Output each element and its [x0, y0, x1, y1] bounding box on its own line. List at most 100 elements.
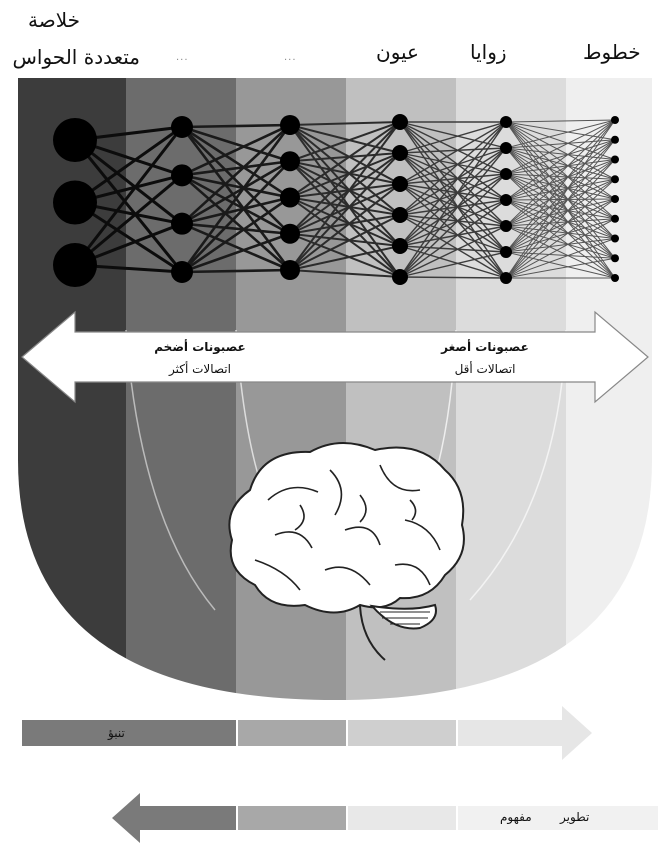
network-connection	[181, 196, 291, 274]
network-connection	[399, 183, 507, 201]
network-connection	[74, 138, 183, 225]
network-connection	[505, 119, 616, 175]
network-connection	[289, 183, 401, 235]
neuron-node	[392, 176, 408, 192]
network-connection	[181, 160, 291, 273]
neuron-node	[500, 116, 512, 128]
network-connection	[399, 199, 507, 216]
network-connection	[73, 139, 184, 273]
network-connection	[505, 225, 616, 259]
network-connection	[181, 125, 291, 163]
neuron-node	[280, 115, 300, 135]
network-connection	[289, 232, 401, 247]
network-connection	[505, 159, 616, 253]
network-connection	[505, 121, 616, 180]
network-connection	[289, 196, 401, 216]
network-connection	[181, 123, 291, 129]
neuron-node	[611, 274, 619, 282]
network-connection	[289, 124, 401, 216]
network-connection	[399, 276, 507, 279]
network-connection	[181, 222, 291, 272]
network-connection	[505, 218, 616, 253]
concept-bar	[112, 793, 658, 843]
network-connection	[505, 159, 616, 279]
network-connection	[399, 173, 507, 247]
network-connection	[289, 160, 401, 247]
network-connection	[505, 121, 616, 160]
network-connection	[505, 139, 616, 253]
network-connection	[399, 121, 507, 185]
network-connection	[399, 199, 507, 278]
neuron-node	[611, 195, 619, 203]
network-connection	[289, 152, 401, 235]
neuron-node	[611, 135, 619, 144]
network-connection	[505, 225, 616, 279]
network-connection	[399, 199, 507, 247]
neuron-node	[280, 260, 300, 280]
neuron-node	[280, 187, 300, 208]
neuron-node	[53, 118, 97, 162]
neuron-node	[53, 180, 97, 225]
arrow-right-text: عصبونات أصغر اتصالات أقل	[420, 340, 550, 376]
network-connection	[399, 183, 507, 253]
neuron-node	[392, 114, 408, 130]
arrow-right-title: عصبونات أصغر	[441, 340, 529, 354]
label-eyes: عيون	[376, 40, 419, 64]
neuron-node	[171, 164, 193, 187]
network-connection	[505, 178, 616, 201]
network-connection	[505, 159, 616, 227]
network-connection	[73, 126, 184, 266]
network-connection	[505, 119, 616, 279]
network-connection	[289, 152, 401, 271]
network-connection	[399, 152, 507, 201]
network-connection	[505, 178, 616, 279]
neuron-node	[500, 246, 512, 258]
network-connection	[505, 198, 616, 227]
network-connection	[399, 147, 507, 185]
network-connection	[399, 225, 507, 278]
network-connection	[505, 139, 616, 279]
neuron-node	[611, 254, 619, 263]
arrow-left-sub: اتصالات أكثر	[169, 362, 231, 376]
bar-label-concept: مفهوم	[500, 810, 532, 824]
network-connection	[505, 159, 616, 201]
network-connection	[289, 124, 401, 278]
network-connection	[505, 119, 616, 149]
network-connection	[505, 119, 616, 227]
bar-label-develop: تطوير	[560, 810, 590, 824]
network-connection	[289, 124, 401, 185]
network-connection	[181, 174, 291, 235]
network-connection	[289, 214, 401, 235]
network-connection	[505, 198, 616, 253]
network-connection	[399, 173, 507, 185]
label-angles: زوايا	[470, 40, 507, 64]
network-connection	[289, 121, 401, 199]
neuron-node	[611, 234, 619, 243]
network-connection	[289, 196, 401, 278]
network-connection	[505, 178, 616, 253]
network-connection	[181, 196, 291, 225]
network-connection	[180, 124, 292, 273]
network-connection	[505, 147, 616, 160]
neuron-node	[280, 151, 300, 172]
brain-icon	[228, 441, 465, 661]
neuron-node	[171, 212, 193, 235]
predict-bar	[22, 706, 592, 760]
network-connection	[181, 174, 291, 271]
network-connection	[399, 225, 507, 247]
double-arrow-icon	[21, 310, 649, 404]
network-connection	[289, 160, 401, 278]
network-connection	[181, 160, 291, 225]
label-summary-line1: خلاصة	[27, 8, 80, 32]
network-connection	[289, 245, 401, 271]
network-connection	[289, 121, 401, 163]
network-connection	[505, 119, 616, 123]
network-connection	[289, 160, 401, 185]
network-connection	[505, 218, 616, 279]
label-summary-line2: متعددة الحواس	[12, 45, 141, 69]
neuron-node	[611, 214, 619, 223]
neuron-node	[280, 223, 300, 244]
neuron-node	[53, 243, 97, 287]
